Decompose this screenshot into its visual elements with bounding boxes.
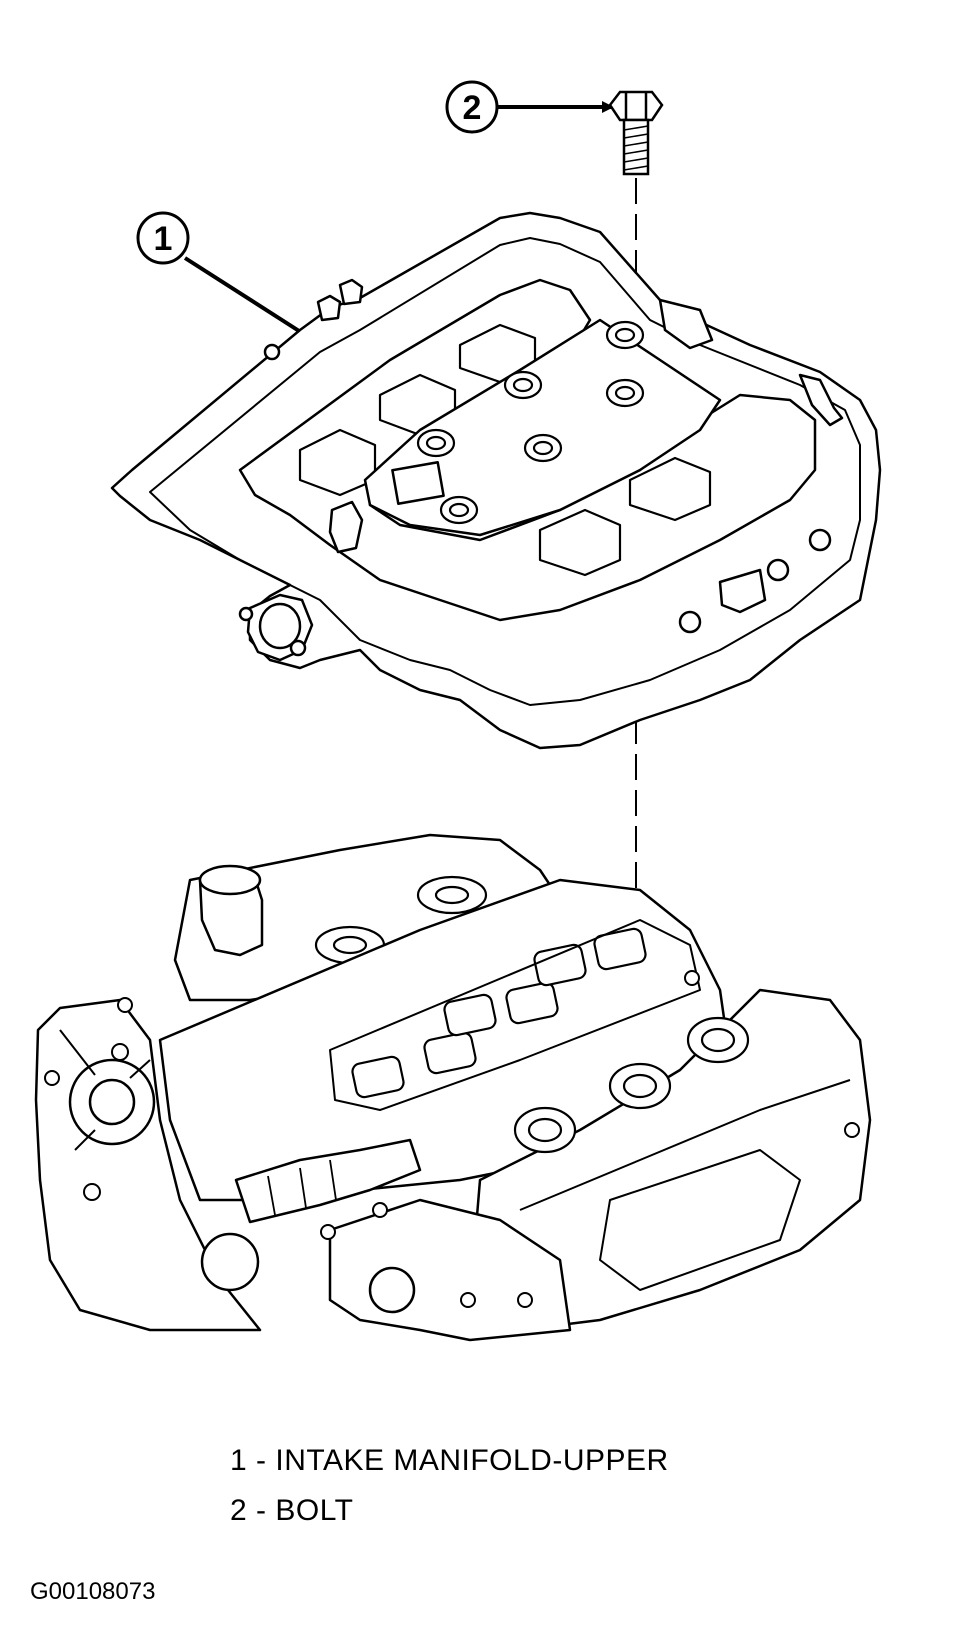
bolt bbox=[608, 90, 664, 176]
figure-id: G00108073 bbox=[30, 1578, 156, 1605]
upper-intake-manifold bbox=[110, 211, 882, 750]
legend-separator: - bbox=[247, 1444, 276, 1477]
callout-2-number: 2 bbox=[463, 89, 482, 127]
legend-separator: - bbox=[247, 1494, 276, 1527]
exploded-view-diagram: 2 1 bbox=[34, 80, 882, 1342]
callout-2: 2 bbox=[445, 80, 614, 134]
legend-item-number: 1 bbox=[230, 1444, 248, 1477]
parts-legend: 1 - INTAKE MANIFOLD-UPPER 2 - BOLT bbox=[230, 1436, 669, 1536]
legend-item-1: 1 - INTAKE MANIFOLD-UPPER bbox=[230, 1436, 669, 1486]
legend-item-number: 2 bbox=[230, 1494, 248, 1527]
engine-assembly bbox=[34, 833, 872, 1342]
legend-item-2: 2 - BOLT bbox=[230, 1486, 669, 1536]
callout-1-number: 1 bbox=[154, 220, 173, 258]
legend-item-label: BOLT bbox=[275, 1494, 354, 1527]
legend-item-label: INTAKE MANIFOLD-UPPER bbox=[275, 1444, 669, 1477]
callout-1: 1 bbox=[136, 211, 312, 340]
